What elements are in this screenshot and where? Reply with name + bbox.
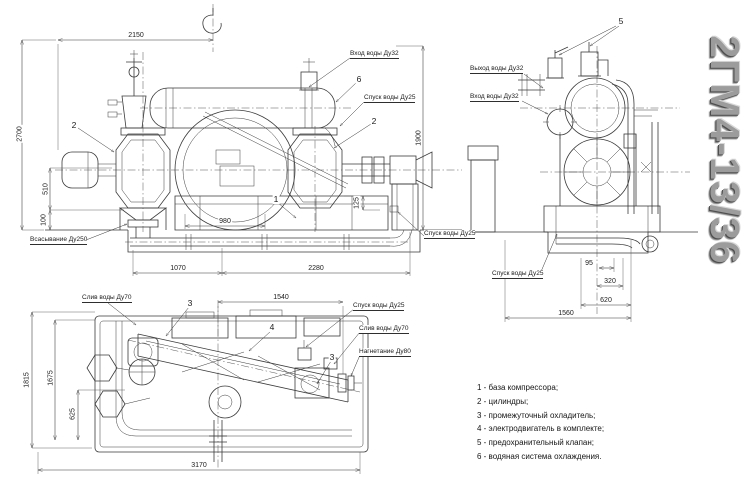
dim-suction-height: 510 xyxy=(42,182,50,196)
dim-1675: 1675 xyxy=(47,369,55,387)
label-water-outlet-side: Выход воды Ду32 xyxy=(470,65,524,74)
balloon-cylinder-left: 2 xyxy=(70,120,78,130)
legend-item: 6 - водяная система охлаждения. xyxy=(477,451,602,461)
dim-1540: 1540 xyxy=(272,294,290,301)
dim-pit-depth: 100 xyxy=(40,213,48,227)
balloon-base: 1 xyxy=(272,194,280,204)
label-water-drain-side: Спуск воды Ду25 xyxy=(492,270,544,279)
dim-shaft-offset: 125 xyxy=(353,196,361,210)
label-water-drain-top: Спуск воды Ду25 xyxy=(364,94,416,103)
plan-view-linework xyxy=(32,300,369,474)
dim-total-height: 2700 xyxy=(16,125,24,143)
legend-item: 5 - предохранительный клапан; xyxy=(477,438,595,448)
legend: 1 - база компрессора; 2 - цилиндры; 3 - … xyxy=(477,381,604,464)
legend-item: 4 - электродвигатель в комплекте; xyxy=(477,424,605,434)
balloon-cylinder-right: 2 xyxy=(370,116,378,126)
dim-1560: 1560 xyxy=(557,310,575,317)
legend-item: 2 - цилиндры; xyxy=(477,396,529,406)
front-view-linework xyxy=(22,4,462,276)
dim-320: 320 xyxy=(603,278,617,285)
dim-right-height: 1900 xyxy=(415,129,423,147)
dim-3170: 3170 xyxy=(190,462,208,469)
dim-top-width: 2150 xyxy=(127,32,145,39)
dim-base-right: 2280 xyxy=(307,265,325,272)
label-drain25-plan: Спуск воды Ду25 xyxy=(353,302,405,311)
label-water-inlet: Вход воды Ду32 xyxy=(350,50,399,59)
label-drain70-left: Слив воды Ду70 xyxy=(82,294,132,303)
dim-base-left: 1070 xyxy=(169,265,187,272)
balloon-water-system: 6 xyxy=(355,74,363,84)
balloon-safety-valve: 5 xyxy=(617,16,625,26)
balloon-cooler-bottom: 3 xyxy=(328,352,336,362)
label-drain70-right: Слив воды Ду70 xyxy=(359,325,409,334)
dim-620: 620 xyxy=(599,297,613,304)
legend-item: 1 - база компрессора; xyxy=(477,383,559,392)
dim-95: 95 xyxy=(584,260,594,267)
label-water-inlet-side: Вход воды Ду32 xyxy=(470,93,519,102)
label-suction: Всасывание Ду250 xyxy=(30,236,88,245)
balloon-cooler-top: 3 xyxy=(186,298,194,308)
dim-625: 625 xyxy=(69,407,77,421)
label-discharge: Нагнетание Ду80 xyxy=(359,348,411,357)
legend-item: 3 - промежуточный охладитель; xyxy=(477,410,596,420)
balloon-motor: 4 xyxy=(268,322,276,332)
dim-1815: 1815 xyxy=(23,371,31,389)
dim-bolt-span: 980 xyxy=(218,218,232,225)
side-view-linework xyxy=(462,25,698,322)
label-water-drain-right: Спуск воды Ду25 xyxy=(424,230,476,239)
drawing-title-vertical: 2ГМ4-13/36 xyxy=(702,35,748,265)
